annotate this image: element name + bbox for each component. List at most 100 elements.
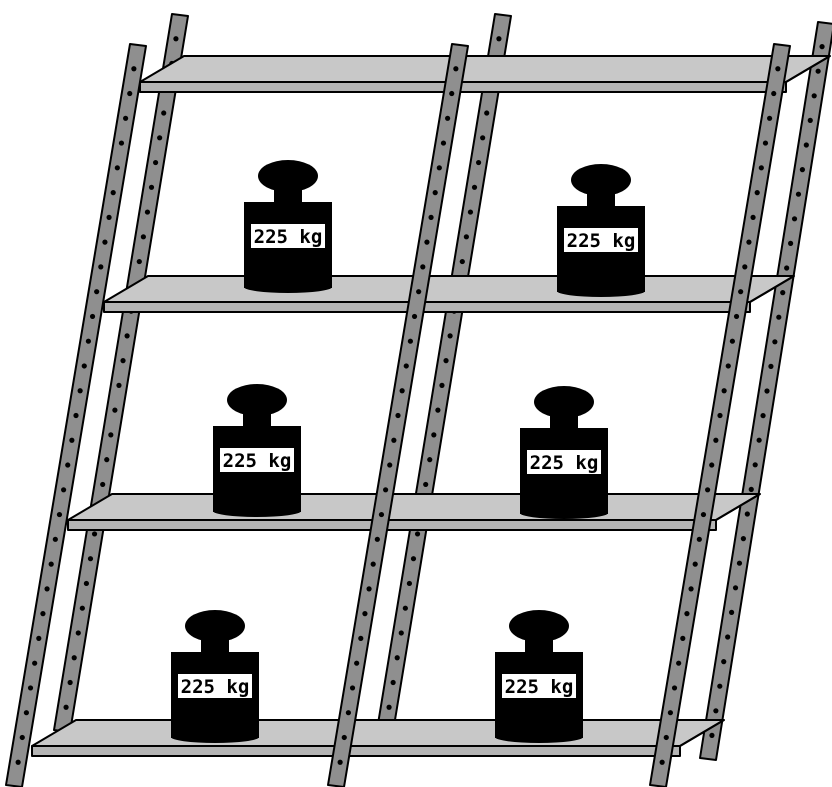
post-hole [141, 234, 146, 239]
post-hole [772, 339, 777, 344]
post-hole [90, 314, 95, 319]
post-hole [729, 610, 734, 615]
shelf-2 [104, 276, 794, 312]
post-hole [760, 413, 765, 418]
post-hole [697, 537, 702, 542]
post-hole [57, 512, 62, 517]
weight-handle [509, 610, 569, 642]
post-hole [757, 438, 762, 443]
post-hole [149, 185, 154, 190]
post-hole [80, 606, 85, 611]
post-hole [386, 705, 391, 710]
post-hole [721, 659, 726, 664]
post-hole [28, 685, 33, 690]
shelf-4 [32, 720, 724, 756]
post-hole [726, 363, 731, 368]
weight-3: 225 kg [213, 384, 301, 517]
weight-label: 225 kg [181, 676, 250, 698]
post-hole [460, 259, 465, 264]
post-hole [92, 531, 97, 536]
post-hole [427, 457, 432, 462]
post-hole [362, 611, 367, 616]
post-hole [131, 66, 136, 71]
post-hole [379, 512, 384, 517]
post-hole [416, 289, 421, 294]
post-hole [464, 234, 469, 239]
weight-label: 225 kg [505, 676, 574, 698]
post-hole [668, 710, 673, 715]
post-hole [746, 240, 751, 245]
post-hole [68, 680, 73, 685]
post-hole [40, 611, 45, 616]
post-hole [404, 363, 409, 368]
post-hole [705, 487, 710, 492]
post-hole [408, 339, 413, 344]
post-hole [775, 66, 780, 71]
post-hole [480, 135, 485, 140]
post-hole [400, 388, 405, 393]
post-hole [764, 388, 769, 393]
post-hole [693, 562, 698, 567]
post-hole [366, 586, 371, 591]
post-hole [137, 259, 142, 264]
post-hole [415, 531, 420, 536]
post-hole [763, 140, 768, 145]
post-hole [102, 240, 107, 245]
post-hole [412, 314, 417, 319]
weight-label: 225 kg [567, 230, 636, 252]
post-hole [76, 630, 81, 635]
post-hole [120, 358, 125, 363]
weight-1: 225 kg [244, 160, 332, 293]
post-hole [411, 556, 416, 561]
weight-handle [227, 384, 287, 416]
post-hole [788, 241, 793, 246]
post-hole [443, 358, 448, 363]
post-hole [173, 36, 178, 41]
post-hole [106, 215, 111, 220]
post-hole [680, 636, 685, 641]
post-hole [72, 655, 77, 660]
post-hole [420, 264, 425, 269]
post-hole [391, 438, 396, 443]
shelf-front-edge [140, 82, 786, 92]
post-hole [448, 333, 453, 338]
post-hole [737, 561, 742, 566]
post-hole [157, 135, 162, 140]
weight-label: 225 kg [254, 226, 323, 248]
post-hole [468, 209, 473, 214]
post-hole [449, 91, 454, 96]
post-hole [472, 185, 477, 190]
post-hole [395, 655, 400, 660]
post-hole [688, 586, 693, 591]
post-hole [784, 265, 789, 270]
shelf-surface [104, 276, 794, 302]
post-hole [768, 364, 773, 369]
post-hole [125, 333, 130, 338]
shelf-front-edge [32, 746, 680, 756]
post-hole [701, 512, 706, 517]
post-hole [804, 142, 809, 147]
post-hole [403, 606, 408, 611]
post-hole [439, 383, 444, 388]
post-hole [738, 289, 743, 294]
shelf-1 [140, 56, 830, 92]
weight-2: 225 kg [557, 164, 645, 297]
weight-handle [258, 160, 318, 192]
post-hole [672, 685, 677, 690]
post-hole [433, 190, 438, 195]
post-hole [20, 735, 25, 740]
post-hole [63, 705, 68, 710]
post-hole [753, 462, 758, 467]
weight-5: 225 kg [171, 610, 259, 743]
post-hole [395, 413, 400, 418]
post-hole [792, 216, 797, 221]
post-hole [496, 36, 501, 41]
post-hole [441, 140, 446, 145]
post-hole [476, 160, 481, 165]
post-hole [36, 636, 41, 641]
weight-handle [534, 386, 594, 418]
post-hole [437, 165, 442, 170]
post-hole [387, 462, 392, 467]
post-hole [725, 634, 730, 639]
post-hole [100, 482, 105, 487]
